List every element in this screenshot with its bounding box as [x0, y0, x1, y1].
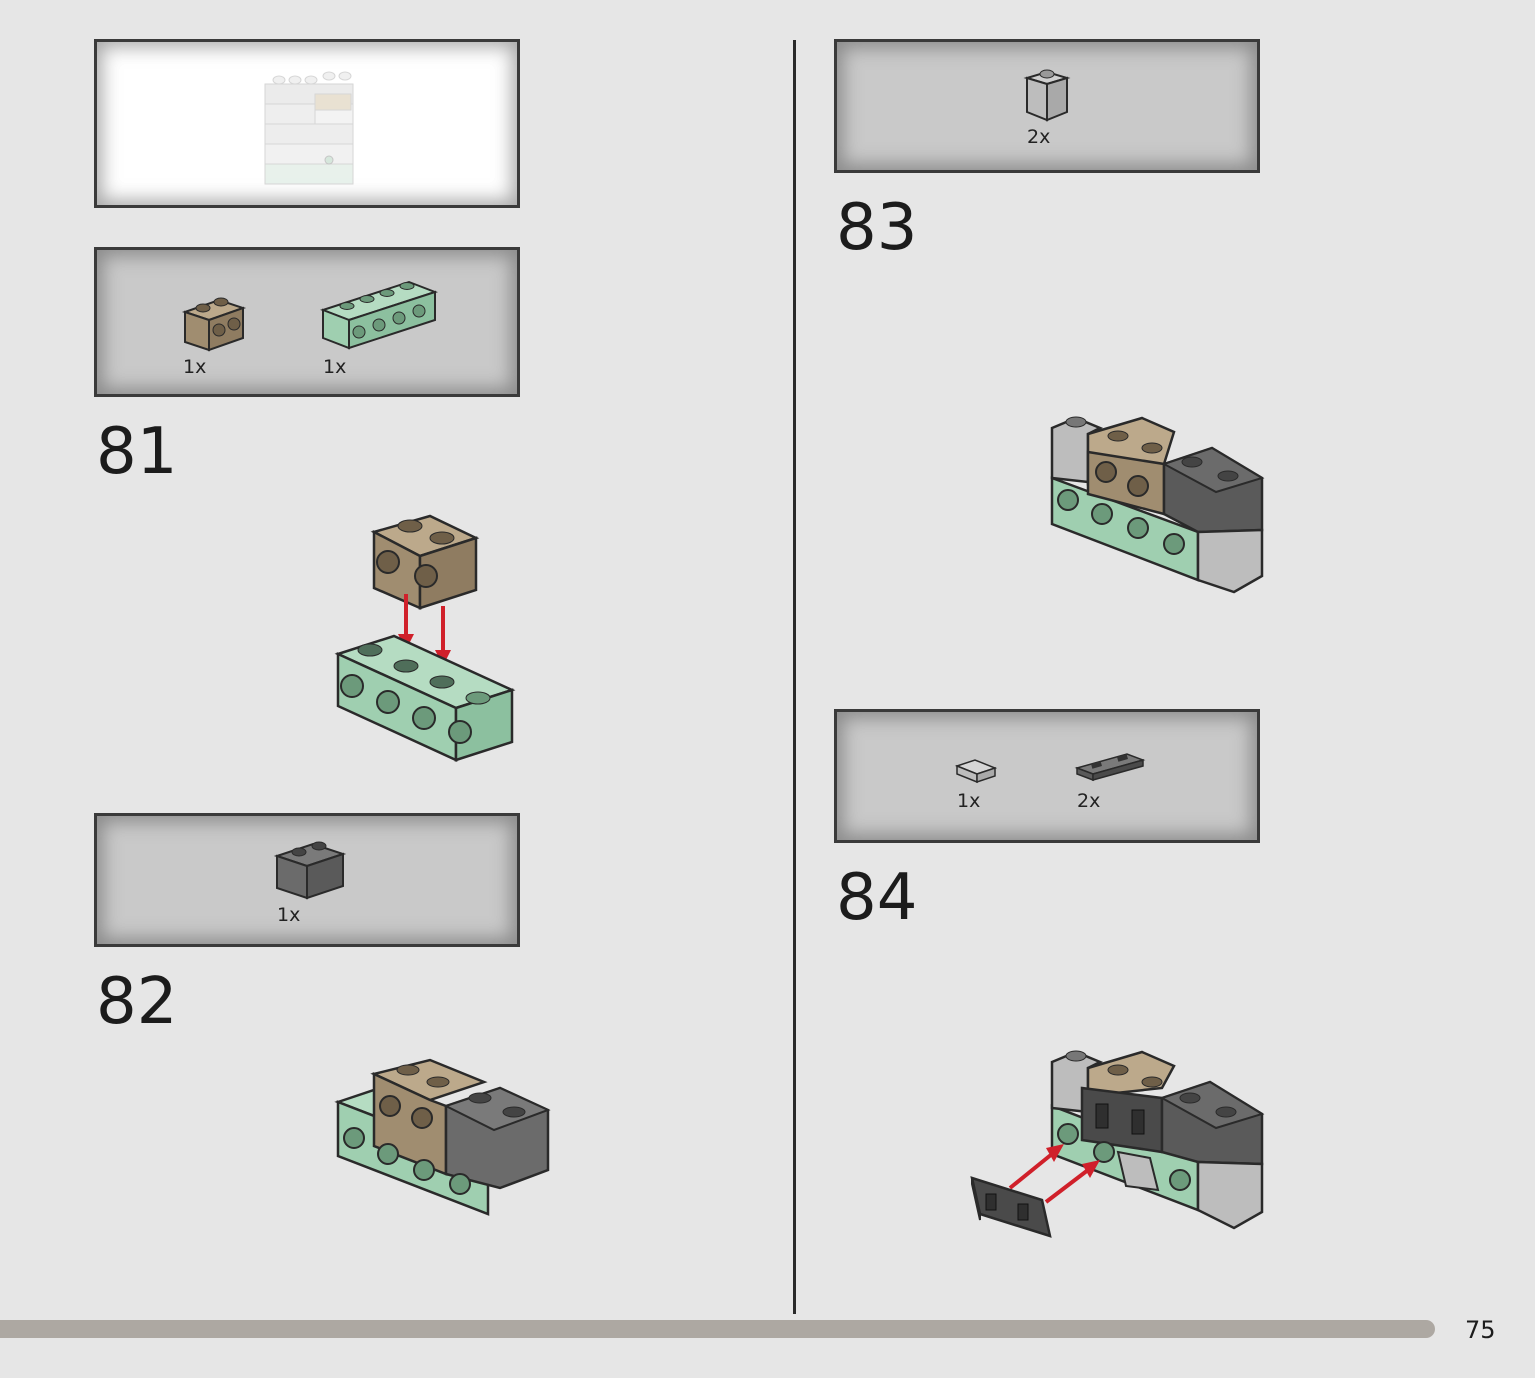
parts-box-step-82: 1x — [94, 813, 520, 947]
part-qty: 2x — [1077, 790, 1101, 812]
column-divider — [793, 40, 796, 1314]
assembled-wall-preview-icon — [264, 71, 354, 185]
step-number: 81 — [96, 415, 178, 489]
parts-box-step-84: 1x 2x — [834, 709, 1260, 843]
step-81-assembly-illustration — [334, 514, 516, 762]
part-qty: 1x — [183, 356, 207, 378]
part-qty: 1x — [277, 904, 301, 926]
footer-bar — [0, 1320, 1435, 1338]
step-number: 82 — [96, 965, 178, 1039]
step-82-assembly-illustration — [334, 1058, 551, 1216]
step-84-assembly-illustration — [970, 1050, 1265, 1238]
light-gray-brick-1x1-icon — [1023, 69, 1071, 122]
sand-green-brick-1x4-icon — [320, 280, 438, 350]
parts-box-step-83: 2x — [834, 39, 1260, 173]
light-gray-tile-1x1-icon — [954, 759, 998, 784]
page-number: 75 — [1465, 1316, 1496, 1344]
part-qty: 1x — [323, 356, 347, 378]
part-qty: 1x — [957, 790, 981, 812]
preview-box — [94, 39, 520, 208]
dark-tan-brick-1x2-icon — [181, 297, 247, 352]
step-83-assembly-illustration — [1050, 416, 1265, 594]
part-qty: 2x — [1027, 126, 1051, 148]
dark-gray-plate-with-clips-icon — [1074, 753, 1146, 782]
step-number: 83 — [836, 191, 918, 265]
step-number: 84 — [836, 861, 918, 935]
parts-box-step-81: 1x 1x — [94, 247, 520, 397]
dark-gray-brick-1x2-icon — [273, 841, 347, 900]
